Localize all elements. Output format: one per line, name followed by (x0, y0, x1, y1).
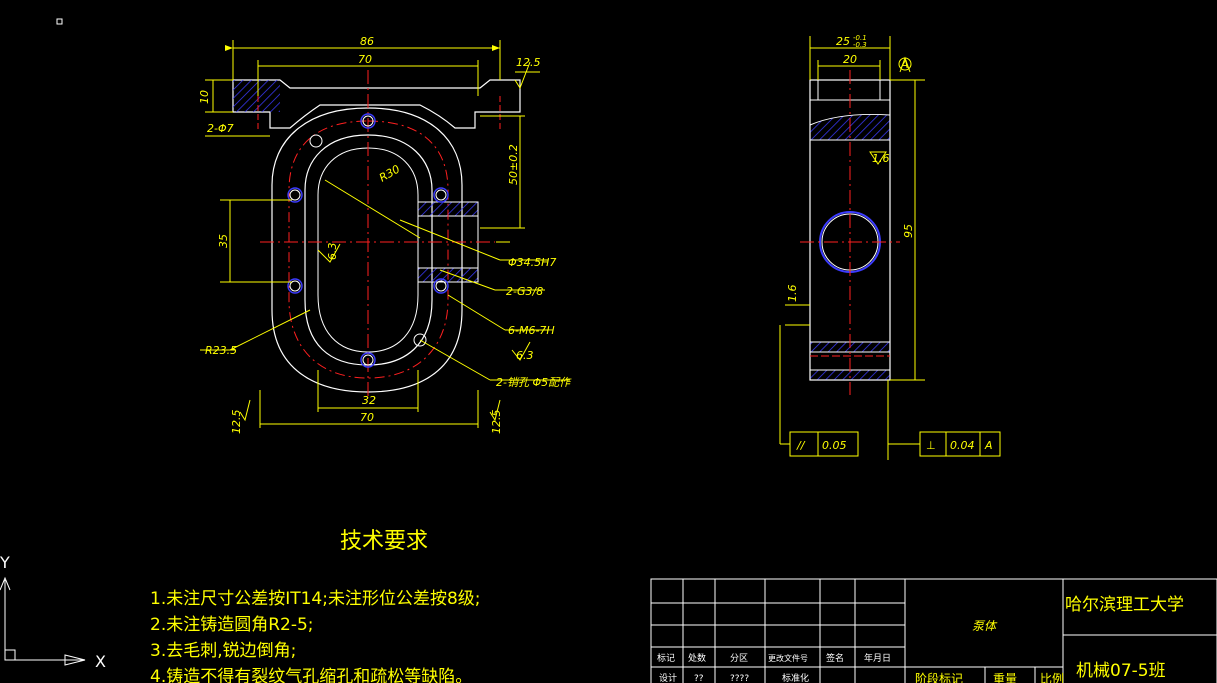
parallel-symbol: // (796, 439, 806, 452)
front-view: 86 70 10 2-Φ7 12.5 50±0.2 R30 35 6.3 Φ34… (198, 35, 572, 434)
pin-hole-lower (413, 333, 427, 347)
tb-row2-0: 设计 (659, 672, 677, 683)
hole-left-lower (287, 278, 303, 294)
requirement-4: 4.铸造不得有裂纹气孔缩孔和疏松等缺陷。 (150, 667, 472, 683)
rough-bottom-right: 12.5 (490, 410, 503, 435)
side-view: 25 -0.1 -0.3 20 A 95 1.6 1.6 // 0.05 ⊥ 0… (779, 34, 1001, 460)
requirements-title: 技术要求 (340, 529, 428, 554)
ucs-y-label: Y (0, 553, 10, 572)
dim-side-25: 25 (836, 35, 850, 48)
technical-requirements: 技术要求 1.未注尺寸公差按IT14;未注形位公差按8级; 2.未注铸造圆角R2… (150, 529, 481, 683)
flange-hatch (233, 80, 280, 112)
rough-6-3-right: 6.3 (516, 349, 534, 362)
title-block (650, 578, 1217, 683)
flange-outline (232, 79, 521, 129)
dim-pin-hole: 2-销孔 Φ5配作 (496, 376, 572, 389)
dim-50: 50±0.2 (507, 144, 520, 185)
dim-r30: R30 (377, 163, 402, 185)
tb-header-3: 更改文件号 (768, 653, 808, 663)
hole-bottom (360, 352, 376, 368)
requirement-2: 2.未注铸造圆角R2-5; (150, 615, 314, 635)
ucs-origin-marker (56, 18, 63, 25)
hole-right-upper (433, 187, 449, 203)
ucs-icon (0, 576, 86, 666)
requirement-3: 3.去毛刺,锐边倒角; (150, 641, 296, 661)
tb-header-5: 年月日 (864, 652, 891, 664)
tb-school: 哈尔滨理工大学 (1065, 595, 1184, 615)
tb-weight-label: 重量 (993, 672, 1017, 683)
rough-1-6-top: 1.6 (872, 152, 890, 165)
tb-row2-2: ???? (730, 674, 749, 683)
dim-r23-5: R23.5 (205, 344, 237, 357)
tb-stage-label: 阶段标记 (915, 671, 963, 683)
requirement-1: 1.未注尺寸公差按IT14;未注形位公差按8级; (150, 589, 481, 609)
parallel-value: 0.05 (822, 439, 847, 452)
rough-1-6-left: 1.6 (786, 285, 799, 303)
rough-bottom-left: 12.5 (230, 410, 243, 435)
dim-g3-8: 2-G3/8 (506, 285, 543, 298)
tb-row2-3: 标准化 (782, 672, 809, 683)
tb-header-1: 处数 (688, 652, 706, 664)
dim-m6: 6-M6-7H (508, 324, 555, 337)
dim-side-95: 95 (902, 224, 915, 238)
tb-scale-label: 比例 (1040, 672, 1064, 683)
perp-datum: A (984, 439, 993, 452)
hole-right-lower (433, 278, 449, 294)
tb-class: 机械07-5班 (1076, 661, 1166, 681)
dim-32: 32 (362, 394, 376, 407)
datum-a-top: A (900, 58, 909, 71)
ucs-x-label: X (95, 652, 106, 671)
dim-side-25-tol-lower: -0.3 (853, 41, 867, 49)
rough-6-3-left: 6.3 (326, 243, 339, 261)
tb-part-name: 泵体 (972, 619, 998, 633)
tb-header-2: 分区 (730, 653, 748, 664)
hole-left-upper (287, 187, 303, 203)
dim-phi34-5: Φ34.5H7 (508, 256, 556, 269)
dim-35: 35 (217, 234, 230, 248)
tb-header-4: 签名 (826, 652, 844, 664)
dim-86: 86 (360, 35, 374, 48)
perp-value: 0.04 (950, 439, 975, 452)
hole-top (360, 113, 376, 129)
dim-70-top: 70 (358, 53, 372, 66)
dim-2-phi7: 2-Φ7 (207, 122, 234, 135)
tb-header-0: 标记 (657, 652, 675, 664)
bolt-path-centerline (288, 120, 449, 379)
pin-hole-upper (309, 134, 323, 148)
rough-top: 12.5 (516, 56, 541, 69)
tb-row2-1: ?? (694, 674, 704, 683)
dim-side-20: 20 (843, 53, 857, 66)
dim-10: 10 (198, 90, 211, 104)
dim-side-25-tol-upper: -0.1 (853, 34, 867, 42)
dim-70-bottom: 70 (360, 411, 374, 424)
perp-symbol: ⊥ (926, 439, 936, 452)
